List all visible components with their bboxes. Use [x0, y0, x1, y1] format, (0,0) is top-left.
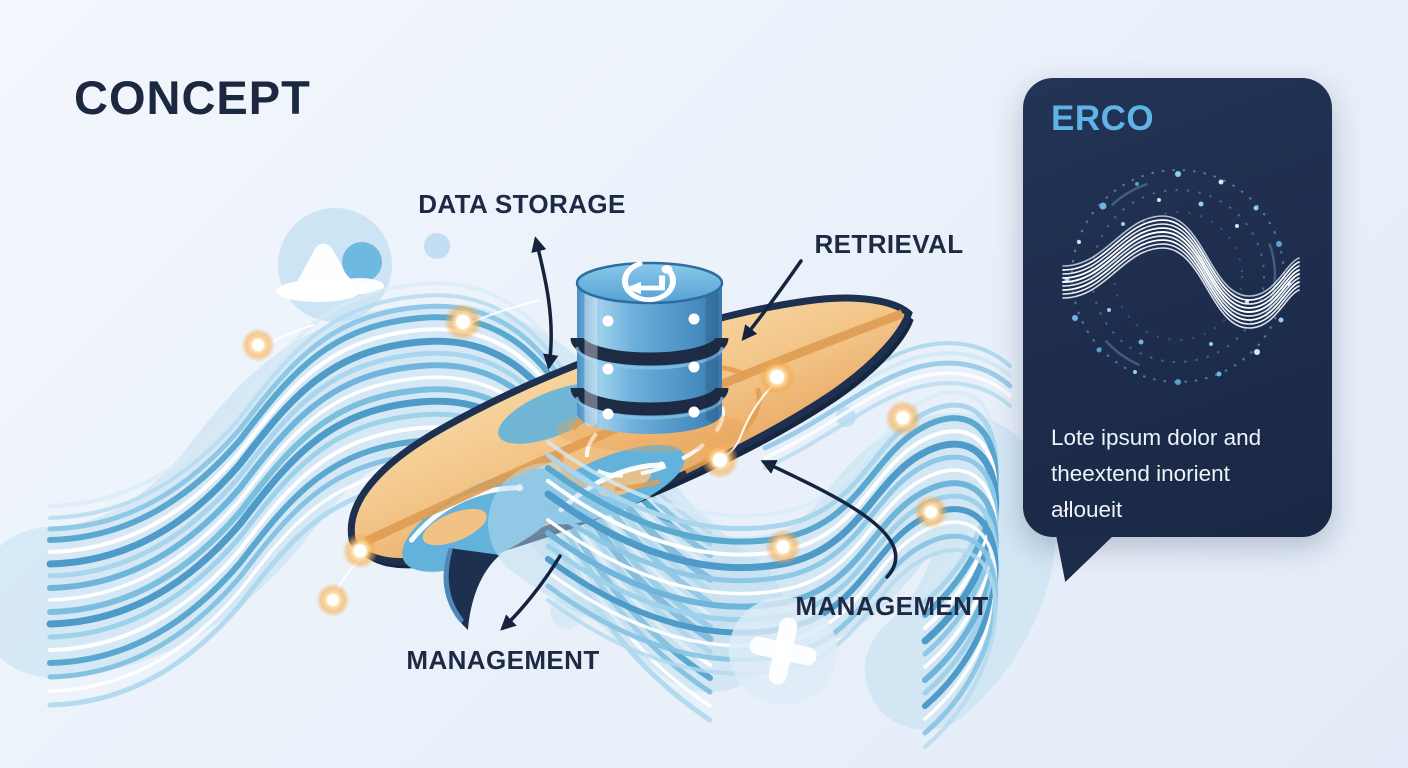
label-management-bottom: MANAGEMENT	[406, 645, 600, 675]
glow-dots	[241, 303, 948, 617]
panel-wave-lines	[1062, 215, 1300, 329]
panel-body-line: theextend inorient	[1051, 461, 1230, 486]
label-data-storage: DATA STORAGE	[418, 189, 626, 219]
info-panel: ERCO	[1023, 78, 1332, 537]
panel-body-line: ałloueit	[1051, 497, 1123, 522]
particle-dots	[1064, 171, 1291, 385]
label-retrieval: RETRIEVAL	[814, 229, 964, 259]
cloud-icon	[276, 208, 392, 322]
plus-icon	[729, 597, 837, 705]
panel-title: ERCO	[1051, 99, 1155, 138]
panel-body-line: Lote ipsum dolor and	[1051, 425, 1262, 450]
arrow-management-right	[760, 459, 898, 579]
label-management-right: MANAGEMENT	[795, 591, 989, 621]
annotation-arrows	[500, 236, 898, 631]
arrow-management-bottom	[500, 554, 562, 631]
particle-wave-graphic	[1062, 169, 1300, 385]
database-dots	[602, 313, 700, 420]
rotate-arrow-icon	[622, 259, 676, 303]
arrow-data-storage	[531, 236, 559, 370]
page-title: CONCEPT	[74, 71, 311, 124]
database-icon	[570, 259, 729, 435]
surfboard-fin	[443, 547, 500, 630]
panel-body-text: Lote ipsum dolor and theextend inorient …	[1051, 420, 1304, 528]
arrow-retrieval	[741, 259, 803, 342]
